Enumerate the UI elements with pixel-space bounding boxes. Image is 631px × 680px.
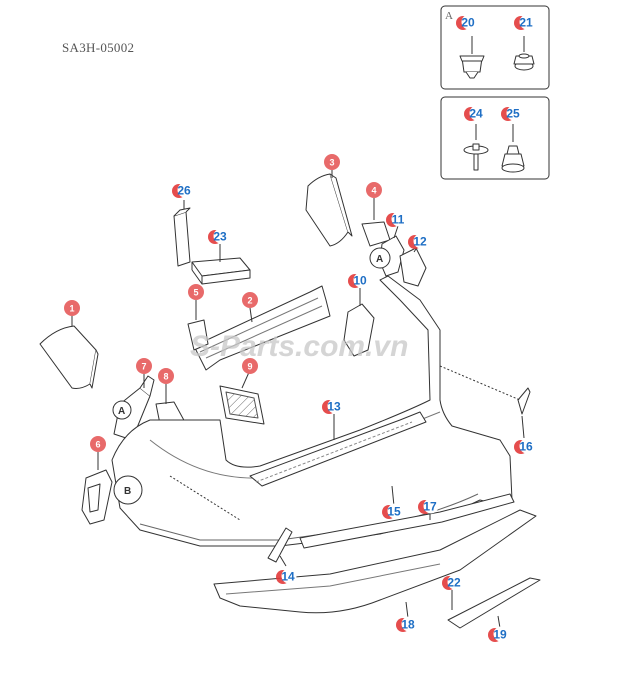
callout-17[interactable]: 17	[418, 498, 439, 515]
callout-20[interactable]: 20	[456, 14, 477, 31]
part-19-drawing	[447, 577, 541, 629]
svg-text:16: 16	[519, 440, 533, 454]
svg-text:20: 20	[461, 16, 475, 30]
nut-21-drawing	[513, 36, 535, 71]
bolt-24-drawing	[463, 124, 489, 171]
svg-text:15: 15	[387, 505, 401, 519]
svg-text:19: 19	[493, 628, 507, 642]
svg-text:13: 13	[327, 400, 341, 414]
callout-7[interactable]: 7	[136, 358, 152, 374]
svg-text:14: 14	[281, 570, 295, 584]
diagram-code: SA3H-05002	[62, 40, 135, 55]
part-3-drawing	[305, 170, 353, 247]
leader-16	[439, 365, 521, 401]
part-10-drawing	[343, 288, 375, 357]
part-5-drawing	[187, 300, 209, 351]
svg-text:17: 17	[423, 500, 437, 514]
svg-text:24: 24	[469, 107, 483, 121]
callout-21[interactable]: 21	[514, 14, 535, 31]
watermark: S-Parts.com.vn	[190, 330, 408, 363]
part-4-drawing	[361, 198, 391, 247]
view-circle-a-left: A	[112, 400, 132, 420]
clip-20-drawing	[459, 36, 485, 79]
svg-text:B: B	[124, 486, 131, 497]
callout-9[interactable]: 9	[242, 358, 258, 374]
svg-text:A: A	[118, 406, 125, 417]
svg-text:21: 21	[519, 16, 533, 30]
part-16-drawing	[517, 387, 531, 439]
svg-text:7: 7	[141, 362, 146, 372]
callout-15[interactable]: 15	[382, 503, 403, 520]
callout-13[interactable]: 13	[322, 398, 343, 415]
callout-23[interactable]: 23	[208, 228, 229, 245]
callout-26[interactable]: 26	[172, 182, 193, 199]
part-9-drawing	[219, 369, 265, 425]
svg-text:26: 26	[177, 184, 191, 198]
callout-19[interactable]: 19	[488, 626, 509, 643]
svg-text:25: 25	[506, 107, 520, 121]
svg-text:2: 2	[247, 296, 252, 306]
svg-text:9: 9	[247, 362, 252, 372]
part-23-drawing	[191, 244, 251, 285]
callout-10[interactable]: 10	[348, 272, 369, 289]
svg-text:A: A	[376, 254, 383, 265]
svg-text:5: 5	[193, 288, 198, 298]
part-18-drawing	[213, 509, 537, 619]
svg-text:1: 1	[69, 304, 74, 314]
part-1-drawing	[39, 316, 99, 389]
callout-6[interactable]: 6	[90, 436, 106, 452]
svg-text:11: 11	[392, 213, 405, 227]
svg-text:12: 12	[413, 235, 427, 249]
part-26-drawing	[173, 200, 191, 267]
svg-text:10: 10	[353, 274, 367, 288]
leader-b	[169, 475, 241, 521]
callout-18[interactable]: 18	[396, 616, 417, 633]
nut-25-drawing	[501, 124, 525, 173]
part-6-drawing	[81, 452, 113, 525]
part-13-drawing	[249, 411, 427, 487]
view-circle-b: B	[113, 475, 143, 505]
part-7-drawing	[113, 374, 155, 441]
callout-1[interactable]: 1	[64, 300, 80, 316]
callout-25[interactable]: 25	[501, 105, 522, 122]
callout-4[interactable]: 4	[366, 182, 382, 198]
detail-box-a-label: A	[445, 10, 453, 22]
callout-14[interactable]: 14	[276, 568, 297, 585]
callout-16[interactable]: 16	[514, 438, 535, 455]
detail-box-fasteners	[440, 96, 550, 180]
callout-24[interactable]: 24	[464, 105, 485, 122]
callout-8[interactable]: 8	[158, 368, 174, 384]
callout-5[interactable]: 5	[188, 284, 204, 300]
svg-text:3: 3	[329, 158, 334, 168]
part-14-drawing	[267, 527, 293, 567]
svg-text:6: 6	[95, 440, 100, 450]
callout-22[interactable]: 22	[442, 574, 463, 591]
view-circle-a-right: A	[369, 247, 391, 269]
part-12-drawing	[399, 245, 427, 287]
svg-text:8: 8	[163, 372, 168, 382]
svg-text:23: 23	[213, 230, 227, 244]
part-2-absorber-drawing	[193, 285, 331, 371]
svg-text:22: 22	[447, 576, 461, 590]
callout-3[interactable]: 3	[324, 154, 340, 170]
callout-11[interactable]: 11	[386, 211, 407, 228]
callout-2[interactable]: 2	[242, 292, 258, 308]
svg-text:4: 4	[371, 186, 376, 196]
svg-text:18: 18	[401, 618, 415, 632]
callout-12[interactable]: 12	[408, 233, 429, 250]
